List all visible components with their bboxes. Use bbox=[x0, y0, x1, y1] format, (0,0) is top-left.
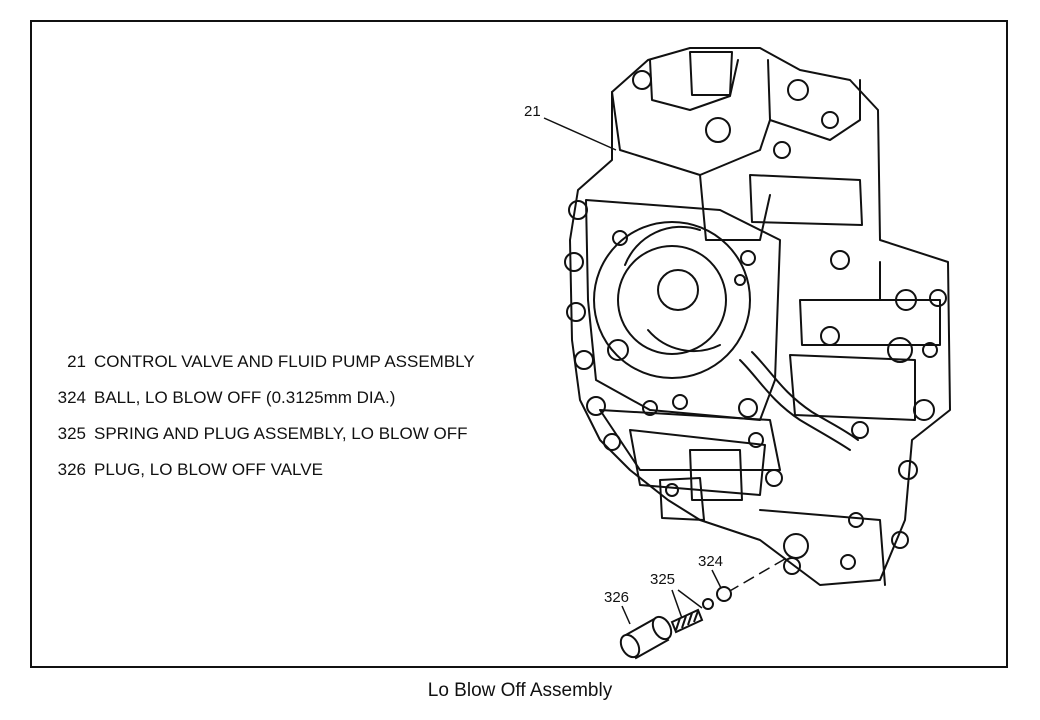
callout-325: 325 bbox=[650, 571, 675, 588]
legend-description: PLUG, LO BLOW OFF VALVE bbox=[94, 460, 323, 479]
plug-325 bbox=[702, 598, 714, 610]
legend-number: 324 bbox=[57, 388, 86, 407]
leader-21 bbox=[543, 117, 617, 151]
pump-outer-ring bbox=[593, 221, 751, 379]
leader-325b bbox=[677, 589, 703, 609]
legend-description: CONTROL VALVE AND FLUID PUMP ASSEMBLY bbox=[94, 352, 475, 371]
callout-324: 324 bbox=[698, 553, 723, 570]
legend-number: 325 bbox=[57, 424, 86, 443]
blow-off-bore bbox=[783, 533, 809, 559]
figure-caption: Lo Blow Off Assembly bbox=[427, 680, 613, 701]
upper-valve-block bbox=[649, 59, 739, 111]
fluid-tube bbox=[739, 359, 851, 451]
legend-description: SPRING AND PLUG ASSEMBLY, LO BLOW OFF bbox=[94, 424, 468, 443]
assembly-axis bbox=[727, 555, 791, 593]
legend-number: 21 bbox=[67, 352, 86, 371]
legend-number: 326 bbox=[57, 460, 86, 479]
pump-bore bbox=[657, 269, 699, 311]
spring-325 bbox=[670, 608, 704, 634]
legend-description: BALL, LO BLOW OFF (0.3125mm DIA.) bbox=[94, 388, 396, 407]
callout-21: 21 bbox=[524, 103, 541, 120]
plug-326 bbox=[619, 615, 673, 660]
ball-324 bbox=[716, 586, 732, 602]
leader-324 bbox=[711, 569, 723, 591]
callout-326: 326 bbox=[604, 589, 629, 606]
leader-326 bbox=[621, 605, 631, 625]
valve-body-outline bbox=[569, 47, 951, 586]
